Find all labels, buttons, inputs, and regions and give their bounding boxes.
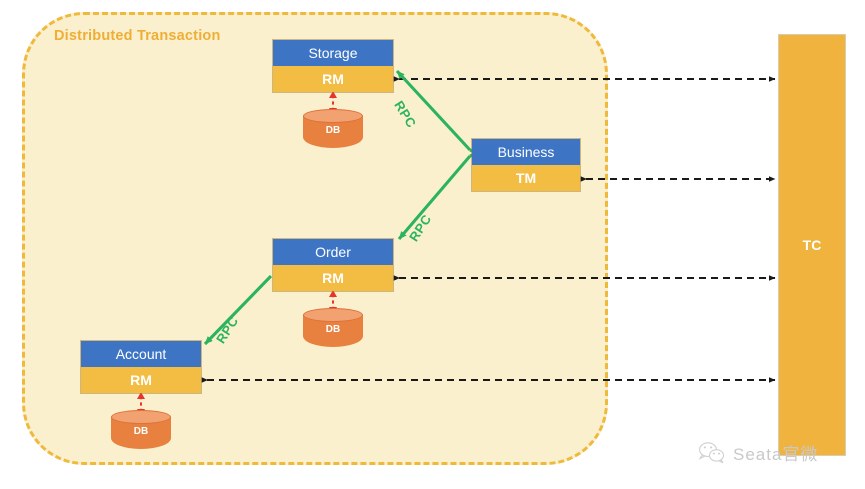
service-name-business: Business bbox=[472, 139, 580, 165]
database-cylinder-top bbox=[303, 109, 363, 123]
database-label-order: DB bbox=[325, 324, 341, 335]
service-role-business: TM bbox=[472, 165, 580, 191]
service-box-order[interactable]: Order RM bbox=[273, 239, 393, 291]
transaction-coordinator-box[interactable]: TC bbox=[779, 35, 845, 455]
service-box-business[interactable]: Business TM bbox=[472, 139, 580, 191]
database-account[interactable]: DB bbox=[111, 410, 171, 454]
service-name-storage: Storage bbox=[273, 40, 393, 66]
service-name-account: Account bbox=[81, 341, 201, 367]
database-label-storage: DB bbox=[325, 125, 341, 136]
database-label-account: DB bbox=[133, 426, 149, 437]
service-box-storage[interactable]: Storage RM bbox=[273, 40, 393, 92]
database-storage[interactable]: DB bbox=[303, 109, 363, 153]
service-role-account: RM bbox=[81, 367, 201, 393]
database-order[interactable]: DB bbox=[303, 308, 363, 352]
service-role-order: RM bbox=[273, 265, 393, 291]
service-role-storage: RM bbox=[273, 66, 393, 92]
boundary-title: Distributed Transaction bbox=[54, 28, 221, 44]
service-name-order: Order bbox=[273, 239, 393, 265]
wechat-icon bbox=[698, 441, 725, 463]
database-cylinder-top bbox=[111, 410, 171, 424]
database-cylinder-top bbox=[303, 308, 363, 322]
watermark: Seata官微 bbox=[697, 440, 818, 465]
transaction-coordinator-label: TC bbox=[802, 237, 822, 253]
service-box-account[interactable]: Account RM bbox=[81, 341, 201, 393]
watermark-text: Seata官微 bbox=[733, 445, 819, 464]
